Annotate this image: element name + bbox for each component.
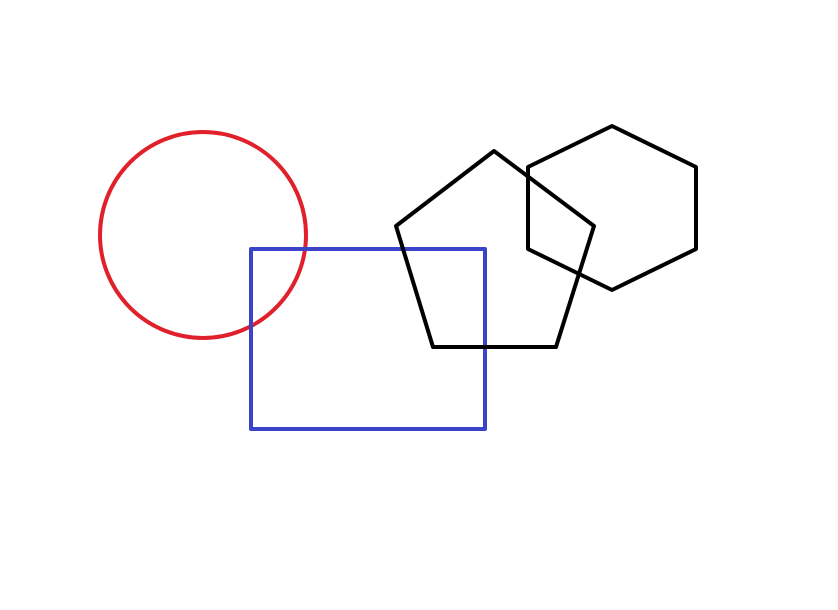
- black-hexagon: [526, 124, 698, 292]
- red-circle: [98, 130, 308, 340]
- blue-rectangle: [249, 247, 487, 431]
- black-pentagon: [394, 149, 596, 349]
